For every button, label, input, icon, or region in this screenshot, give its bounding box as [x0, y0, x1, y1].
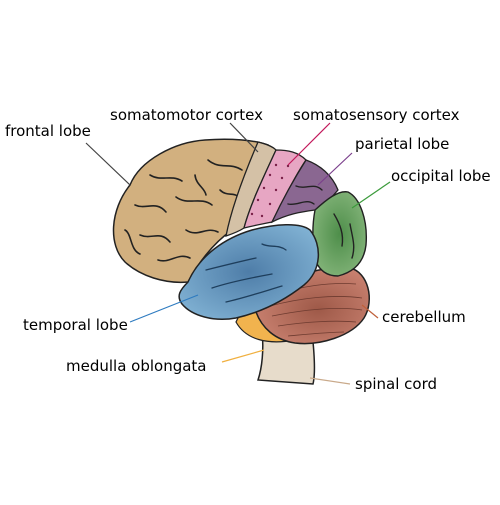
somatomotor-cortex-label: somatomotor cortex	[110, 108, 263, 123]
spinal-cord-label: spinal cord	[355, 377, 437, 392]
somatosensory-cortex-leader	[288, 123, 330, 165]
medulla-oblongata-leader	[222, 350, 264, 362]
spinal-cord-leader	[310, 378, 350, 384]
occipital-lobe-label: occipital lobe	[391, 169, 491, 184]
occipital-lobe-leader	[352, 182, 390, 208]
parietal-lobe-label: parietal lobe	[355, 137, 449, 152]
cerebellum-label: cerebellum	[382, 310, 466, 325]
frontal-lobe-label: frontal lobe	[5, 124, 91, 139]
temporal-lobe-label: temporal lobe	[23, 318, 128, 333]
medulla-oblongata-label: medulla oblongata	[66, 359, 207, 374]
frontal-lobe-leader	[86, 143, 130, 185]
somatosensory-cortex-label: somatosensory cortex	[293, 108, 460, 123]
